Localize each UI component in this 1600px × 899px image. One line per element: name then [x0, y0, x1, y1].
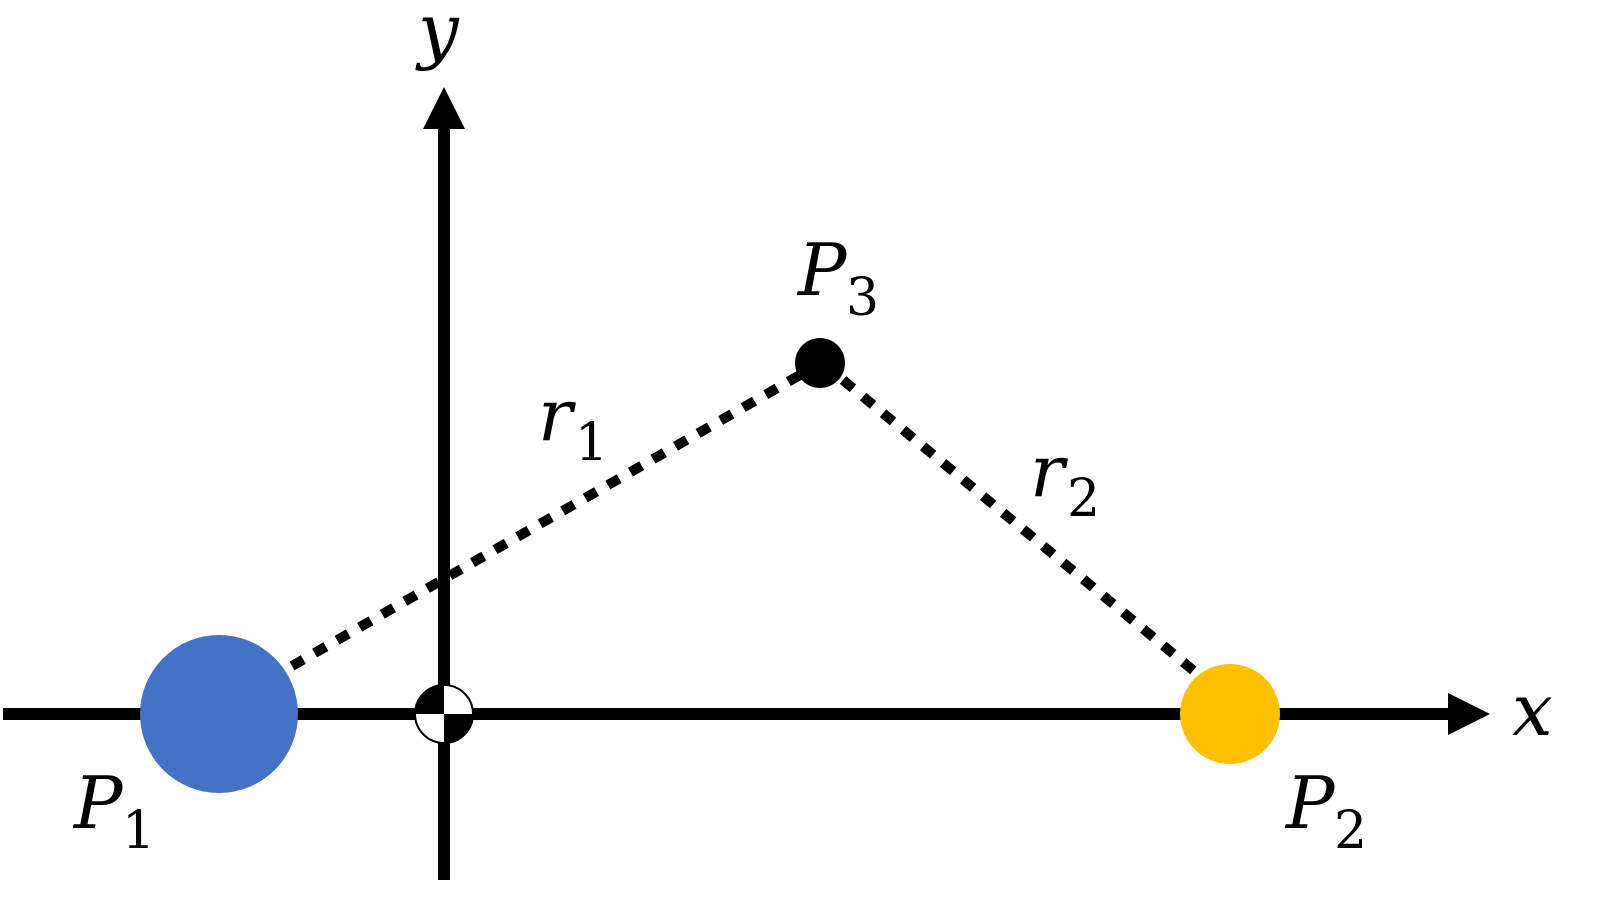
point-p3 — [795, 338, 845, 388]
center-of-mass-icon — [414, 684, 474, 744]
label-r2-subscript: 2 — [1067, 469, 1100, 529]
label-p1: P 1 — [72, 761, 155, 861]
label-r1-name: r — [538, 373, 576, 457]
point-p2 — [1180, 664, 1280, 764]
label-p2-name: P — [1284, 761, 1336, 845]
label-r2-name: r — [1030, 429, 1068, 513]
point-p1 — [140, 635, 298, 793]
label-r1-subscript: 1 — [575, 413, 608, 473]
y-axis-label: y — [415, 0, 460, 72]
label-p3-name: P — [796, 228, 848, 312]
label-r1: r 1 — [538, 373, 608, 473]
label-p2: P 2 — [1284, 761, 1367, 861]
label-p3: P 3 — [796, 228, 879, 328]
x-axis-label: x — [1512, 668, 1553, 752]
label-p1-subscript: 1 — [122, 801, 155, 861]
label-p1-name: P — [72, 761, 124, 845]
label-p3-subscript: 3 — [846, 268, 879, 328]
label-p2-subscript: 2 — [1334, 801, 1367, 861]
distance-line-r1 — [289, 370, 803, 671]
label-r2: r 2 — [1030, 429, 1100, 529]
x-axis-arrowhead — [1448, 693, 1490, 735]
distance-line-r2 — [839, 376, 1204, 680]
y-axis-arrowhead — [423, 87, 465, 129]
